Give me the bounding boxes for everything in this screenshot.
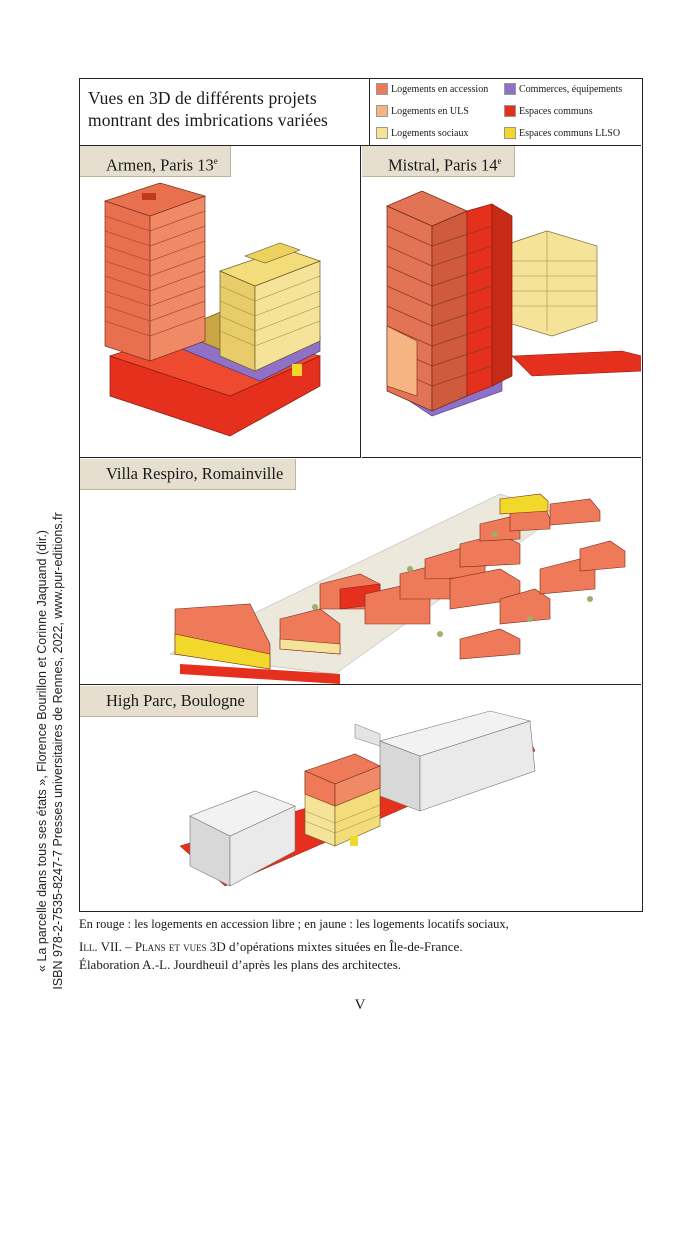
legend-item-commerces: Commerces, équipements (504, 83, 622, 95)
legend-item-accession: Logements en accession (376, 83, 488, 95)
villa-respiro-3d-view (169, 493, 626, 684)
legend-label: Logements en ULS (391, 105, 469, 117)
figure-title-line1: Vues en 3D de différents projets (88, 88, 317, 108)
panel-title: Mistral, Paris 14e (362, 146, 515, 177)
figure-title: Vues en 3D de différents projets montran… (88, 87, 328, 131)
legend-swatch (504, 127, 516, 139)
legend-item-espaces-communs: Espaces communs (504, 105, 593, 117)
figure-frame: Vues en 3D de différents projets montran… (79, 78, 643, 912)
legend-swatch (376, 83, 388, 95)
caption-ill-label: Ill. VII. – Plans et vues 3D (79, 939, 226, 954)
legend-label: Espaces communs (519, 105, 593, 117)
legend-label: Logements en accession (391, 83, 489, 95)
legend: Logements en accession Commerces, équipe… (369, 79, 642, 145)
legend-swatch (376, 105, 388, 117)
legend-label: Espaces communs LLSO (519, 127, 621, 139)
caption-line1: En rouge : les logements en accession li… (79, 917, 509, 931)
caption-illustration: Ill. VII. – Plans et vues 3D d’opération… (79, 938, 463, 956)
legend-item-llso: Espaces communs LLSO (504, 127, 620, 139)
legend-item-uls: Logements en ULS (376, 105, 469, 117)
figure-header: Vues en 3D de différents projets montran… (80, 79, 641, 146)
panel-title: Villa Respiro, Romainville (80, 459, 297, 490)
panel-title: Armen, Paris 13e (80, 146, 231, 177)
legend-item-sociaux: Logements sociaux (376, 127, 468, 139)
caption-credit: Élaboration A.-L. Jourdheuil d’après les… (79, 957, 402, 972)
high-parc-3d-view (179, 710, 536, 887)
legend-swatch (504, 83, 516, 95)
legend-swatch (504, 105, 516, 117)
side-note-line1: « La parcelle dans tous ses états », Flo… (35, 530, 49, 972)
legend-label: Logements sociaux (391, 127, 469, 139)
panel-armen: Armen, Paris 13e (80, 146, 361, 458)
panel-high-parc: High Parc, Boulogne (80, 686, 641, 911)
panel-mistral: Mistral, Paris 14e (362, 146, 641, 458)
legend-label: Commerces, équipements (519, 83, 623, 95)
panel-villa-respiro: Villa Respiro, Romainville (80, 459, 641, 685)
legend-swatch (376, 127, 388, 139)
mistral-3d-view (386, 190, 641, 417)
side-note: « La parcelle dans tous ses états », Flo… (34, 246, 66, 1256)
figure-title-line2: montrant des imbrications variées (88, 110, 328, 130)
page-number: V (354, 997, 366, 1013)
armen-3d-view (103, 182, 322, 437)
panel-title: High Parc, Boulogne (80, 686, 258, 717)
side-note-line2: ISBN 978-2-7535-8247-7 Presses universit… (51, 512, 65, 990)
caption-ill-text: d’opérations mixtes situées en Île-de-Fr… (225, 939, 463, 954)
